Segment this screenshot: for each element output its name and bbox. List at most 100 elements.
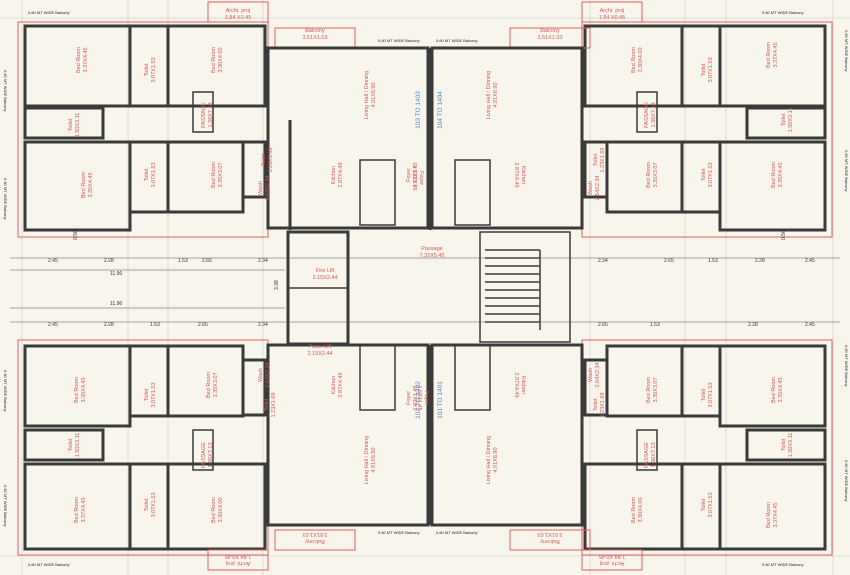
room-name: Living Hall / Dinning	[486, 436, 492, 485]
room-name: Bed Room	[211, 47, 217, 73]
room-label-bl-bed2: Bed Room3.35X3.07	[206, 372, 219, 398]
room-name: Archi. proj	[226, 560, 251, 566]
room-name: Kitchen	[331, 376, 337, 394]
room-name: Toilet	[781, 113, 787, 126]
room-size: 1.84 X0.45	[225, 553, 252, 559]
room-label-tr-toilet1: Toilet3.07X1.53	[701, 57, 714, 82]
room-name: PASSAGE	[201, 442, 207, 468]
room-size: 3.07X1.53	[708, 162, 714, 187]
room-name: Toilet	[701, 498, 707, 511]
balcony-note-bot-r: 0.60 MT WIDE Balcony	[436, 530, 478, 535]
room-label-br-bed2: Bed Room3.35X4.45	[771, 377, 784, 403]
room-name: Toilet	[144, 388, 150, 401]
room-size: 3.35X3.07	[653, 162, 659, 187]
room-label-bl-wash: Wash2.64X2.34	[258, 362, 271, 387]
room-name: Toilet	[144, 63, 150, 76]
room-size: 4.91X6.90	[371, 447, 377, 472]
room-name: Bed Room	[771, 377, 777, 403]
dim-bottom-3: 2.65	[198, 322, 208, 328]
room-size: 3.37X4.45	[773, 42, 779, 67]
room-size: 3.35X4.45	[778, 377, 784, 402]
balcony-note-tl2: 0.60 MT WIDE Balcony	[3, 178, 8, 220]
room-label-br-toilet1: Toilet1.23X1.69	[593, 392, 606, 417]
room-name: Balcony	[540, 28, 560, 34]
balcony-note-tl: 0.60 MT WIDE Balcony	[3, 70, 8, 112]
balcony-note-top-r: 0.60 MT WIDE Balcony	[436, 38, 478, 43]
dim-bottom-4: 2.34	[258, 322, 268, 328]
room-name: Balcony	[305, 28, 325, 34]
room-size: 3.51X1.03	[302, 35, 327, 41]
room-name: Bed Room	[74, 377, 80, 403]
room-label-tr-bed4: Bed Room3.35X4.45	[771, 162, 784, 188]
room-label-tl-foyer: Foyer1.63X1.45	[406, 162, 419, 187]
room-label-br-bed1: Bed Room3.35X3.07	[646, 377, 659, 403]
room-size: 3.37X4.45	[81, 497, 87, 522]
balcony-note-tr2: 0.60 MT WIDE Balcony	[844, 150, 849, 192]
room-size: 3.07X1.53	[708, 382, 714, 407]
balcony-note-tr: 0.60 MT WIDE Balcony	[844, 30, 849, 72]
room-size: 4.91X6.90	[371, 82, 377, 107]
room-label-bl-living: Living Hall / Dinning4.91X6.90	[364, 436, 377, 485]
room-name: Kitchen	[520, 376, 526, 394]
balcony-note-bl2: 0.60 MT WIDE Balcony	[3, 485, 8, 527]
room-name: PASSAGE	[644, 102, 650, 128]
room-name: Fire Lift	[316, 268, 335, 274]
room-name: Archi. proj	[226, 8, 251, 14]
core-area	[286, 48, 571, 525]
room-label-tr-wash: Wash2.64X2.34	[588, 175, 601, 200]
room-label-br-toilet3: Toilet1.50X3.11	[781, 433, 794, 458]
room-name: Pass. Lift	[309, 344, 332, 350]
room-label-tr-bed3: Bed Room3.35X3.07	[646, 162, 659, 188]
room-size: 1.50X3.11	[75, 113, 81, 138]
dim-top-6: 2.65	[664, 258, 674, 264]
dim-top-9: 2.45	[805, 258, 815, 264]
room-size: 3.37X4.45	[83, 47, 89, 72]
room-name: PASSAGE	[201, 102, 207, 128]
room-name: Kitchen	[331, 166, 337, 184]
room-name: Bed Room	[206, 372, 212, 398]
room-size: 4.91X6.90	[493, 82, 499, 107]
balcony-note-br-bot: 0.60 MT WIDE Balcony	[762, 562, 804, 567]
room-size: 3.35X4.45	[81, 377, 87, 402]
room-size: 2.64X2.34	[595, 362, 601, 387]
balcony-note-tr-top: 0.60 MT WIDE Balcony	[762, 10, 804, 15]
room-size: 1.36X7.13	[208, 102, 214, 127]
room-size: 1.63X1.45	[416, 385, 422, 410]
room-size: 3.07X1.53	[151, 57, 157, 82]
room-name: PASSAGE	[644, 442, 650, 468]
room-label-bl-toilet4: Toilet3.07X1.53	[144, 492, 157, 517]
dim-bottom-7: 2.28	[748, 322, 758, 328]
balcony-note-br2: 0.60 MT WIDE Balcony	[844, 460, 849, 502]
room-size: 1.23X1.69	[600, 147, 606, 172]
room-size: 2.15X2.44	[307, 351, 332, 357]
room-name: Archi. proj	[600, 560, 625, 566]
room-size: 2.64X2.34	[265, 362, 271, 387]
room-size: 3.35X4.45	[778, 162, 784, 187]
room-label-tl-bed3: Bed Room3.35X4.45	[81, 172, 94, 198]
room-name: Toilet	[68, 438, 74, 451]
room-label-bl-toilet2: Toilet1.23X1.69	[264, 392, 277, 417]
room-label-tl-passage: PASSAGE1.36X7.13	[201, 102, 214, 128]
room-name: Bed Room	[81, 172, 87, 198]
room-size: 3.07X1.53	[708, 492, 714, 517]
room-size: 2.87X4.49	[513, 162, 519, 187]
room-label-tr-foyer: Foyer1.63X1.45	[411, 165, 424, 190]
room-name: Toilet	[68, 118, 74, 131]
room-size: 3.07X1.53	[151, 382, 157, 407]
room-name: Balcony	[305, 538, 325, 544]
room-name: Bed Room	[631, 47, 637, 73]
room-label-br-living: Living Hall / Dinning4.91X6.90	[486, 436, 499, 485]
room-label-tr-toilet4: Toilet3.07X1.53	[701, 162, 714, 187]
room-name: Toilet	[701, 388, 707, 401]
room-size: 1.63X1.45	[413, 385, 419, 410]
dim-top-8: 2.28	[755, 258, 765, 264]
room-size: 1.23X1.69	[268, 147, 274, 172]
room-label-tl-bed1: Bed Room3.37X4.45	[76, 47, 89, 73]
room-size: 3.30X4.00	[218, 497, 224, 522]
balcony-notes: 0.60 MT WIDE Balcony 0.60 MT WIDE Balcon…	[3, 10, 849, 567]
room-label-bl-toilet1: Toilet3.07X1.53	[144, 382, 157, 407]
